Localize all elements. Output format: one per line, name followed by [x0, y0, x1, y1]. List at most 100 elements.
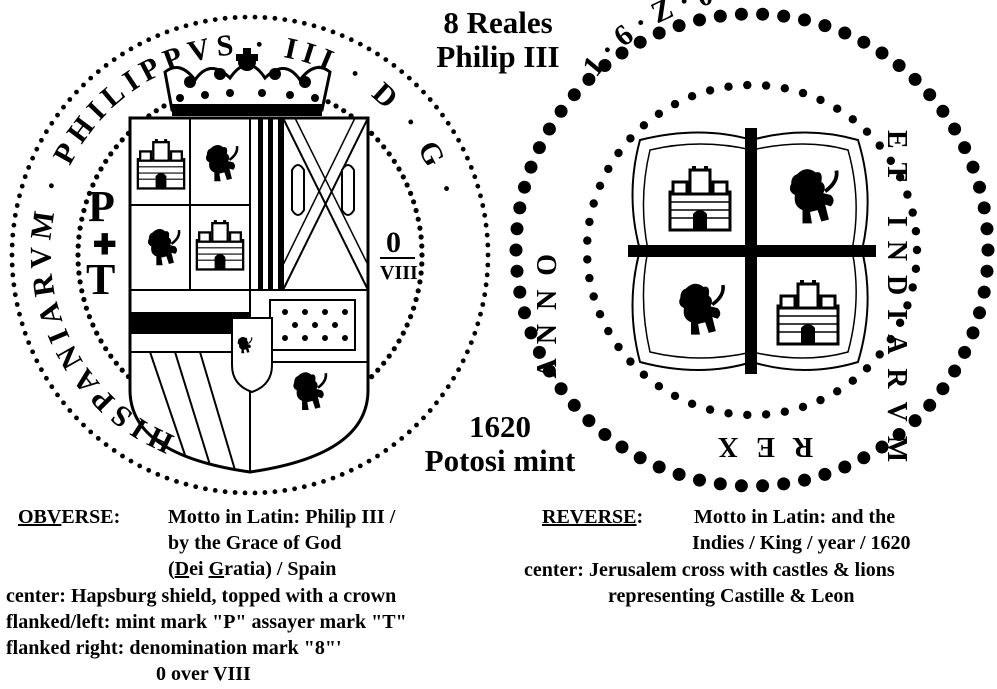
ring-dot [333, 103, 339, 109]
ring-dot [912, 245, 922, 255]
ring-dot [614, 148, 623, 158]
ring-dot [9, 262, 15, 268]
title-heading: 8 Reales Philip III [408, 6, 588, 74]
ring-dot [468, 340, 474, 345]
ring-dot [626, 357, 635, 366]
ring-dot [421, 415, 426, 421]
ring-dot [936, 104, 950, 118]
ring-dot [687, 399, 697, 408]
ring-dot [639, 370, 649, 379]
ring-dot [414, 82, 419, 88]
reverse-outer-dot-ring [509, 7, 995, 493]
ring-dot [81, 422, 86, 428]
ring-dot [174, 26, 179, 31]
ring-dot [833, 104, 842, 113]
ring-dot [49, 120, 55, 126]
ring-dot [465, 349, 470, 355]
reverse-legend-left: ANNO [532, 240, 563, 379]
ring-dot [30, 349, 35, 355]
ring-dot [339, 33, 345, 38]
ring-dot [81, 207, 87, 214]
ring-dot [582, 414, 596, 428]
ring-dot [923, 88, 937, 102]
ring-dot [120, 453, 125, 459]
ring-dot [164, 475, 170, 481]
obverse-flanked-left: flanked/left: mint mark "P" assayer mark… [6, 611, 407, 633]
ring-dot [713, 477, 727, 491]
ring-dot [480, 203, 486, 208]
ring-dot [451, 375, 456, 381]
ring-dot [375, 137, 381, 143]
ring-dot [262, 490, 268, 495]
ring-dot [895, 318, 905, 327]
ring-dot [761, 410, 771, 419]
ring-dot [404, 182, 410, 188]
ring-dot [475, 183, 481, 189]
ring-dot [74, 415, 79, 421]
ring-dot [724, 409, 733, 418]
ring-dot [418, 270, 424, 276]
ring-dot [391, 158, 397, 164]
ring-dot [434, 400, 439, 406]
ring-dot [981, 243, 995, 257]
ring-dot [903, 190, 912, 199]
ring-dot [155, 33, 161, 38]
ring-dot [311, 23, 317, 29]
ring-dot [321, 26, 326, 31]
ring-dot [348, 467, 354, 473]
ring-dot [895, 173, 905, 182]
ring-dot [434, 104, 439, 110]
ring-dot [39, 137, 44, 143]
ring-dot [146, 37, 152, 43]
reverse-center-1: center: Jerusalem cross with castles & l… [524, 559, 895, 581]
ring-dot [567, 398, 581, 412]
ring-dot [83, 199, 89, 205]
ring-dot [484, 272, 490, 278]
ring-dot [14, 302, 20, 307]
ring-dot [113, 360, 119, 366]
ring-dot [103, 158, 109, 164]
ring-dot [923, 398, 937, 412]
ring-dot [321, 479, 326, 484]
ring-dot [386, 151, 392, 157]
ring-dot [137, 41, 143, 47]
ring-dot [875, 440, 889, 454]
ring-dot [381, 144, 387, 150]
ring-dot [743, 80, 752, 90]
ring-dot [90, 322, 96, 328]
obverse-motto-1: Motto in Latin: Philip III / [168, 506, 396, 528]
ring-dot [966, 326, 980, 340]
ring-dot [17, 193, 22, 199]
ring-dot [330, 29, 336, 35]
lion-icon-rev-1 [790, 169, 837, 223]
obverse-flanked-right: flanked right: denomination mark "8"' [6, 637, 342, 659]
ring-dot [713, 9, 727, 23]
ring-dot [55, 392, 60, 398]
ring-dot [17, 311, 22, 317]
ring-dot [911, 227, 921, 236]
ring-dot [39, 367, 44, 373]
ring-dot [472, 174, 478, 180]
ring-dot [383, 448, 389, 453]
shield-fleur-pattern [282, 309, 348, 341]
ring-dot [79, 288, 85, 294]
reverse-inner-dot-ring [583, 80, 922, 420]
reverse-legend-top: 1·6·Z·0 [576, 0, 724, 83]
lion-icon-rev-2 [679, 284, 723, 335]
reverse-label: REVERSE: [542, 506, 644, 528]
cross-horizontal [628, 245, 876, 257]
ring-dot [798, 88, 808, 98]
ring-dot [415, 288, 421, 294]
ring-dot [30, 155, 35, 161]
ring-dot [977, 285, 991, 299]
ring-dot [862, 364, 872, 373]
ring-dot [903, 301, 912, 310]
ring-dot [908, 72, 922, 86]
ring-dot [589, 199, 598, 208]
ring-dot [977, 201, 991, 215]
ring-dot [513, 201, 527, 215]
ring-dot [518, 180, 531, 194]
reverse-legend-bottom: REX [700, 431, 814, 462]
ring-dot [61, 104, 66, 110]
